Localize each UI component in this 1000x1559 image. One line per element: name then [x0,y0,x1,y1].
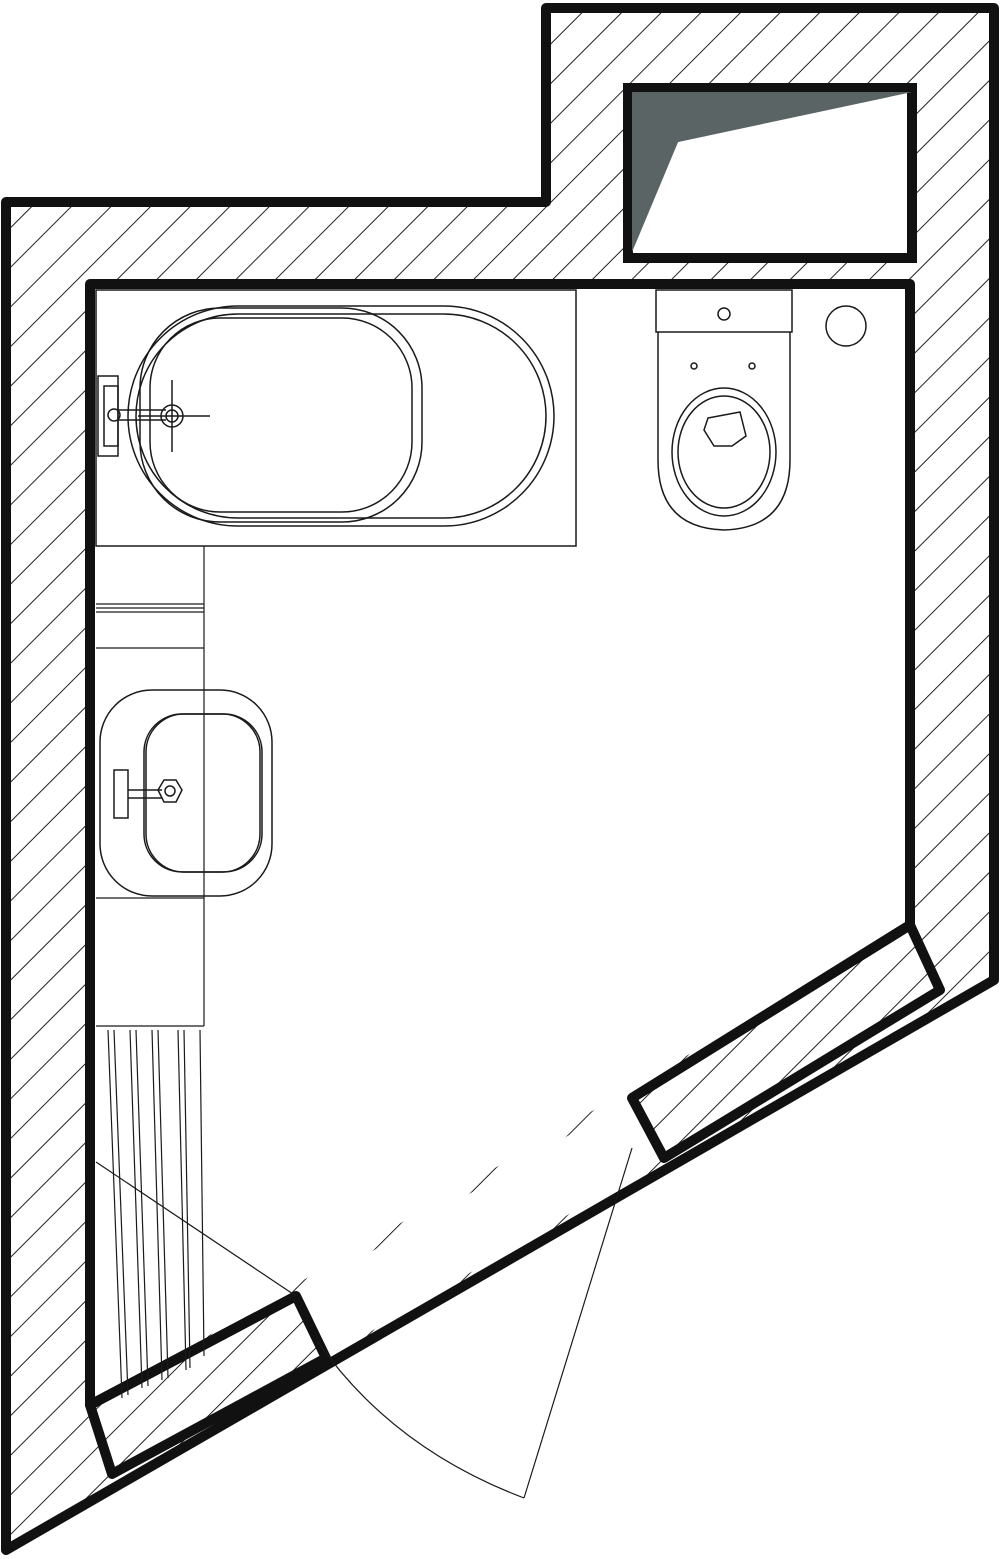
bathtub [95,289,577,547]
door [95,1147,633,1499]
door-jamb-right [627,920,945,1163]
vanity-counter [96,546,205,1027]
washbasin [99,689,273,897]
radiator [107,1029,205,1399]
utility-shaft [623,83,917,263]
door-opening [296,1098,664,1358]
floor-drain [825,305,867,347]
door-jamb-left [85,1291,331,1479]
outer-wall [1,3,999,1555]
toilet [655,289,793,531]
